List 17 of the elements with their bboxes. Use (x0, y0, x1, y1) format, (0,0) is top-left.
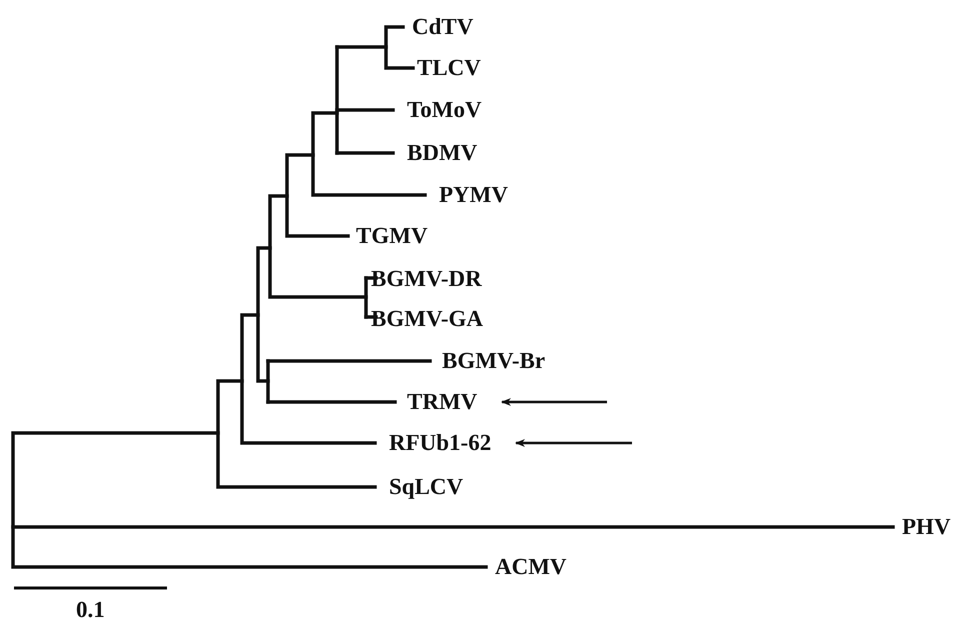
taxon-label: PHV (902, 514, 951, 540)
taxon-label: BGMV-GA (371, 306, 484, 332)
arrow (501, 398, 607, 406)
taxon-label: BDMV (407, 140, 478, 166)
taxon-label: ToMoV (407, 97, 482, 123)
arrow (515, 439, 632, 447)
taxon-label: ACMV (495, 554, 567, 580)
taxon-label: TLCV (417, 55, 481, 81)
scale-label: 0.1 (76, 597, 105, 623)
taxon-label: TGMV (356, 223, 428, 249)
taxon-label: BGMV-Br (442, 348, 546, 374)
taxon-label: RFUb1-62 (389, 430, 492, 456)
taxon-label: SqLCV (389, 474, 464, 500)
taxon-label: PYMV (439, 182, 508, 208)
taxon-label: CdTV (412, 14, 474, 40)
taxon-label: TRMV (407, 389, 478, 415)
taxon-label: BGMV-DR (371, 266, 482, 292)
